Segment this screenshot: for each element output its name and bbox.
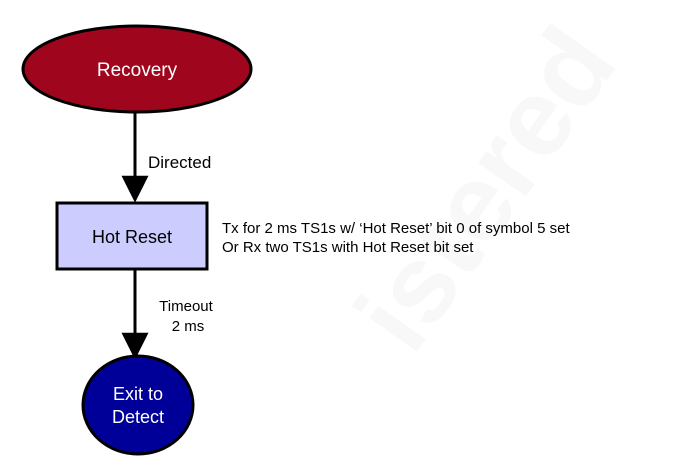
- node-recovery[interactable]: Recovery: [21, 24, 253, 114]
- exit-label-line-2: Detect: [112, 407, 164, 427]
- recovery-label: Recovery: [97, 60, 178, 81]
- edge-label-timeout-duration: 2 ms: [172, 318, 205, 335]
- annotation-line-2: Or Rx two TS1s with Hot Reset bit set: [222, 239, 474, 256]
- annotation-line-1: Tx for 2 ms TS1s w/ ‘Hot Reset’ bit 0 of…: [222, 220, 570, 237]
- hot-reset-box: [55, 201, 209, 271]
- exit-circle: [81, 354, 195, 456]
- edge-label-timeout: Timeout: [159, 298, 213, 315]
- node-exit-to-detect[interactable]: Exit to Detect: [81, 354, 195, 456]
- recovery-ellipse: [21, 24, 253, 114]
- edge-label-directed: Directed: [148, 153, 211, 172]
- node-hot-reset[interactable]: Hot Reset: [55, 201, 209, 271]
- exit-label-line-1: Exit to: [113, 384, 163, 404]
- hot-reset-label: Hot Reset: [92, 227, 172, 247]
